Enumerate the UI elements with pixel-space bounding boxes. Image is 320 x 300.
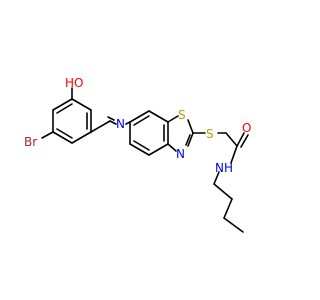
bond [133, 140, 150, 151]
thiazole-nitrogen-label: N [176, 147, 185, 161]
thiazole-sulfur-label: S [178, 108, 186, 122]
bond [185, 134, 191, 146]
bond [129, 143, 150, 156]
bond [187, 119, 194, 134]
thioether-sulfur-label: S [206, 127, 214, 141]
bond [230, 145, 238, 164]
bond [213, 171, 220, 185]
bond [90, 120, 111, 133]
bromine-label: Br [24, 135, 37, 149]
bond [187, 132, 194, 147]
bond [240, 134, 249, 148]
bond [167, 143, 177, 152]
bond [71, 98, 92, 111]
bond [148, 143, 169, 156]
bond [223, 198, 233, 219]
bond [56, 128, 73, 139]
bond [109, 120, 117, 125]
bond [236, 132, 245, 147]
bond [41, 131, 54, 139]
molecule-structure: HO Br N S N S O NH [24, 76, 251, 233]
bond [133, 115, 150, 126]
amide-nitrogen-label: NH [215, 161, 233, 175]
bond [167, 115, 179, 123]
bond [52, 131, 73, 144]
bond [56, 103, 73, 114]
atom-labels: HO Br N S N S O NH [24, 76, 251, 175]
hydroxyl-label: HO [65, 76, 83, 90]
bond [107, 116, 115, 121]
bond [52, 98, 73, 111]
bond [213, 183, 233, 200]
imine-nitrogen-label: N [116, 117, 125, 131]
carbonyl-oxygen-label: O [242, 121, 251, 135]
bonds [41, 87, 249, 233]
bond [71, 131, 92, 144]
bond [223, 217, 244, 233]
molecule-canvas: HO Br N S N S O NH [24, 76, 251, 233]
bond [225, 132, 238, 147]
bond [129, 110, 150, 123]
bond [148, 110, 169, 123]
